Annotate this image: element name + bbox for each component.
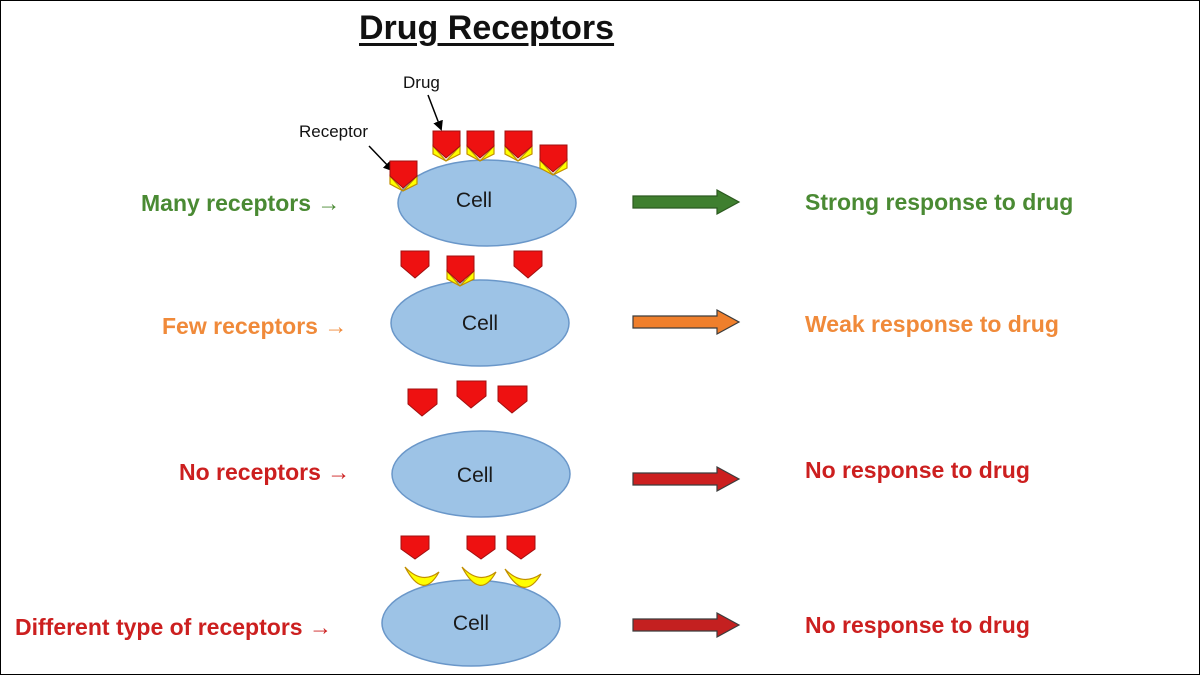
response-text-none: No response to drug <box>805 457 1030 483</box>
crescent-receptor <box>404 566 440 586</box>
free-drug <box>400 250 430 279</box>
receptor-annotation: Receptor <box>299 122 368 141</box>
response-arrow-3 <box>632 465 741 493</box>
bound-drug-receptor-pair <box>389 160 418 192</box>
row-label-text: Different type of receptors <box>15 614 303 640</box>
row-label-many-receptors: Many receptors → <box>141 190 340 217</box>
cell-label-3: Cell <box>456 464 494 487</box>
cell-1 <box>397 159 577 247</box>
row-label-few-receptors: Few receptors → <box>162 313 347 340</box>
crescent-receptor <box>461 566 497 586</box>
free-drug <box>466 535 496 560</box>
right-arrow-icon: → <box>327 459 351 485</box>
row-label-text: Many receptors <box>141 190 312 216</box>
free-drug <box>400 535 430 560</box>
free-drug <box>506 535 536 560</box>
free-drug <box>456 380 487 409</box>
right-arrow-icon: → <box>324 313 348 339</box>
row-label-different-type-receptors: Different type of receptors → <box>15 614 332 641</box>
free-drug <box>513 250 543 279</box>
cell-label-2: Cell <box>461 312 499 335</box>
bound-drug-receptor-pair <box>432 130 461 162</box>
crescent-receptor <box>504 568 542 588</box>
cell-2 <box>390 279 570 367</box>
response-text-none-different: No response to drug <box>805 612 1030 638</box>
response-arrow-2 <box>632 308 741 336</box>
response-arrow-4 <box>632 611 741 639</box>
response-text-weak: Weak response to drug <box>805 311 1059 337</box>
row-label-text: No receptors <box>179 459 321 485</box>
row-label-no-receptors: No receptors → <box>179 459 350 486</box>
bound-drug-receptor-pair <box>504 130 533 162</box>
free-drug <box>407 388 438 417</box>
free-drug <box>497 385 528 414</box>
bound-drug-receptor-pair <box>446 255 475 287</box>
response-arrow-1 <box>632 188 741 216</box>
receptor-pointer-arrow <box>368 145 394 172</box>
right-arrow-icon: → <box>317 190 341 216</box>
row-label-text: Few receptors <box>162 313 318 339</box>
bound-drug-receptor-pair <box>539 144 568 176</box>
cell-label-4: Cell <box>452 612 490 635</box>
drug-pointer-arrow <box>427 94 443 131</box>
cell-3 <box>391 430 571 518</box>
bound-drug-receptor-pair <box>466 130 495 162</box>
drug-annotation: Drug <box>403 73 440 92</box>
cell-label-1: Cell <box>455 189 493 212</box>
response-text-strong: Strong response to drug <box>805 189 1074 215</box>
right-arrow-icon: → <box>308 614 332 640</box>
page-title: Drug Receptors <box>359 9 615 47</box>
